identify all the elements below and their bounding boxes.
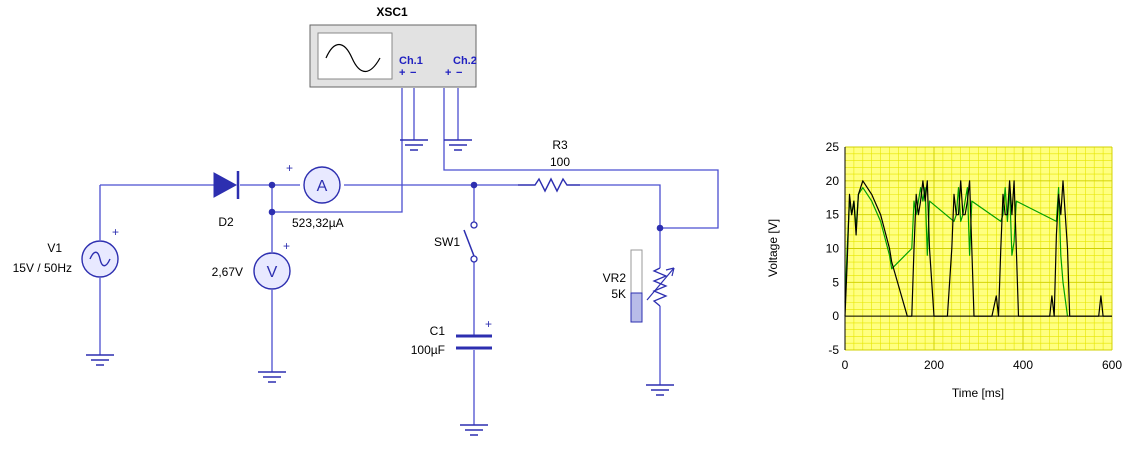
channel-1-minus: − [410,67,416,79]
chart-series-line [844,187,1069,317]
ac-source-v1[interactable]: + V1 15V / 50Hz [13,225,119,278]
chart-y-tick-label: -5 [828,343,839,357]
voltmeter-reading: 2,67V [212,265,243,279]
ammeter-symbol: A [317,178,328,195]
channel-1-plus: + [399,67,405,79]
voltmeter-plus-sign: + [283,239,290,253]
junction-dots [268,181,664,232]
resistor-r3[interactable]: R3 100 [518,138,580,193]
voltmeter[interactable]: V + 2,67V [212,239,291,290]
sine-wave-icon [89,251,111,267]
potentiometer-name-label: VR2 [603,271,627,285]
resistor-name-label: R3 [552,138,568,152]
switch-sw1[interactable]: SW1 [434,221,478,263]
chart-x-tick-label: 600 [1102,358,1122,372]
source-name-label: V1 [47,241,62,255]
ground-icon [400,139,428,151]
resistor-value-label: 100 [550,155,570,169]
channel-2-plus: + [445,67,451,79]
capacitor-plus-sign: + [485,317,492,331]
ground-icon [460,424,488,436]
diode-d2[interactable]: D2 [185,171,240,229]
chart-x-tick-label: 200 [924,358,944,372]
chart-y-tick-label: 10 [826,242,840,256]
chart-y-tick-label: 5 [832,275,839,289]
chart-x-tick-label: 400 [1013,358,1033,372]
oscilloscope-name-label: XSC1 [376,5,408,19]
ground-icon [258,371,286,383]
potentiometer-value-label: 5K [611,287,626,301]
capacitor-value-label: 100µF [411,343,445,357]
chart-x-tick-label: 0 [842,358,849,372]
source-plus-sign: + [112,225,119,239]
source-value-label: 15V / 50Hz [13,261,72,275]
oscilloscope-screen [317,32,393,80]
sine-wave-icon [325,43,381,73]
ground-icon [444,139,472,151]
channel-2-minus: − [456,67,462,79]
capacitor-name-label: C1 [430,324,446,338]
wires [99,88,719,425]
chart-y-tick-label: 25 [826,140,840,154]
ammeter-plus-sign: + [286,161,293,175]
ammeter-reading: 523,32µA [292,216,344,230]
ground-icon [86,354,114,366]
potentiometer-slider-thumb[interactable] [630,292,643,323]
chart-y-tick-label: 20 [826,174,840,188]
diode-name-label: D2 [218,215,234,229]
ground-symbols [86,139,674,436]
ground-icon [646,384,674,396]
chart-y-tick-label: 15 [826,208,840,222]
ammeter[interactable]: A + 523,32µA [286,161,344,230]
oscilloscope-xsc1[interactable]: XSC1 Ch.1 Ch.2 + − + − [309,5,477,88]
chart-y-tick-label: 0 [832,309,839,323]
capacitor-c1[interactable]: + C1 100µF [411,317,492,357]
channel-2-label: Ch.2 [453,55,477,67]
voltmeter-symbol: V [267,264,278,281]
potentiometer-vr2[interactable]: VR2 5K [603,249,675,323]
chart-x-axis-label: Time [ms] [952,386,1004,400]
chart-y-axis-label: Voltage [V] [766,219,780,277]
channel-1-label: Ch.1 [399,55,423,67]
switch-name-label: SW1 [434,235,460,249]
